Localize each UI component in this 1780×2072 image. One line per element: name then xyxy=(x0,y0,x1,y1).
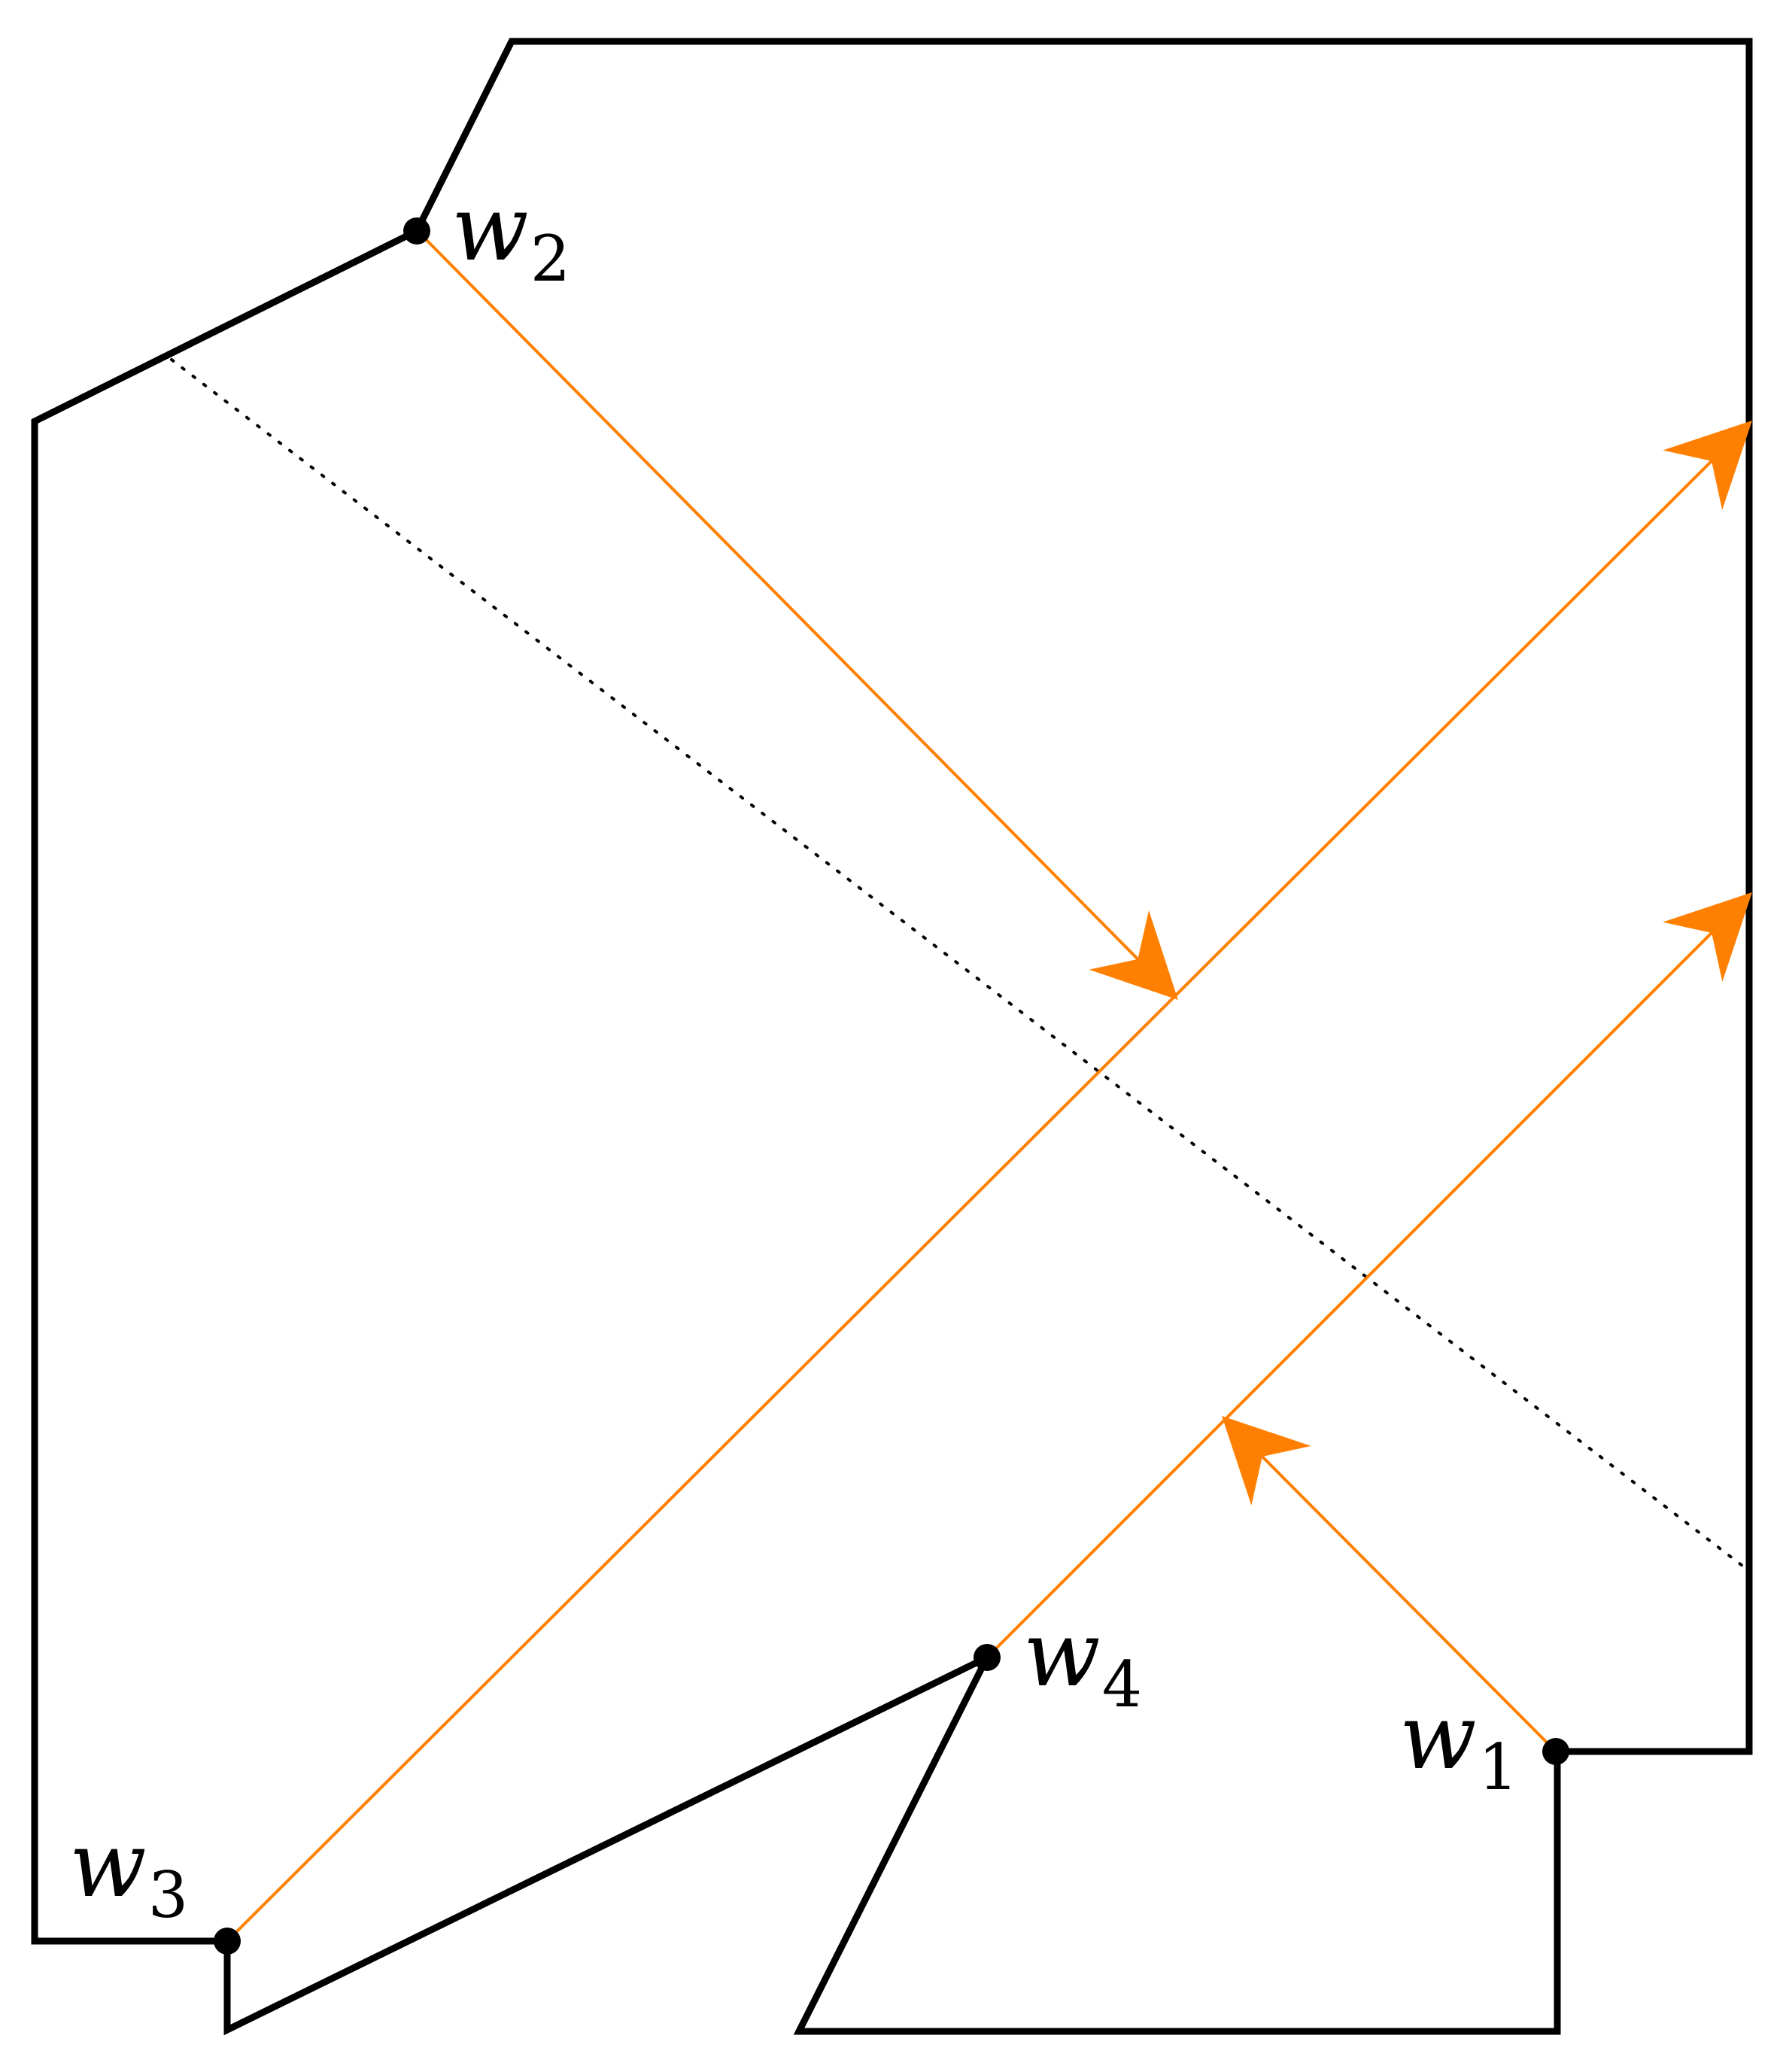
ray-w3-to-right-wall xyxy=(226,421,1752,1943)
vertex-label-w1: w1 xyxy=(1399,1685,1518,1804)
vertex-label-w3: w3 xyxy=(69,1813,188,1932)
vertex-dot-w4 xyxy=(974,1644,1001,1671)
dotted-guide-line xyxy=(170,358,1751,1572)
vertex-dot-w3 xyxy=(214,1928,241,1955)
ray-w2-to-crossing xyxy=(417,230,1178,1000)
ray-w4-to-right-wall xyxy=(986,892,1752,1659)
ray-w1-to-crossing xyxy=(1222,1416,1557,1753)
vertex-dot-w2 xyxy=(403,217,430,245)
vertex-label-w2: w2 xyxy=(451,177,570,296)
vertex-dot-w1 xyxy=(1542,1738,1569,1765)
vertex-label-w4: w4 xyxy=(1023,1603,1142,1721)
